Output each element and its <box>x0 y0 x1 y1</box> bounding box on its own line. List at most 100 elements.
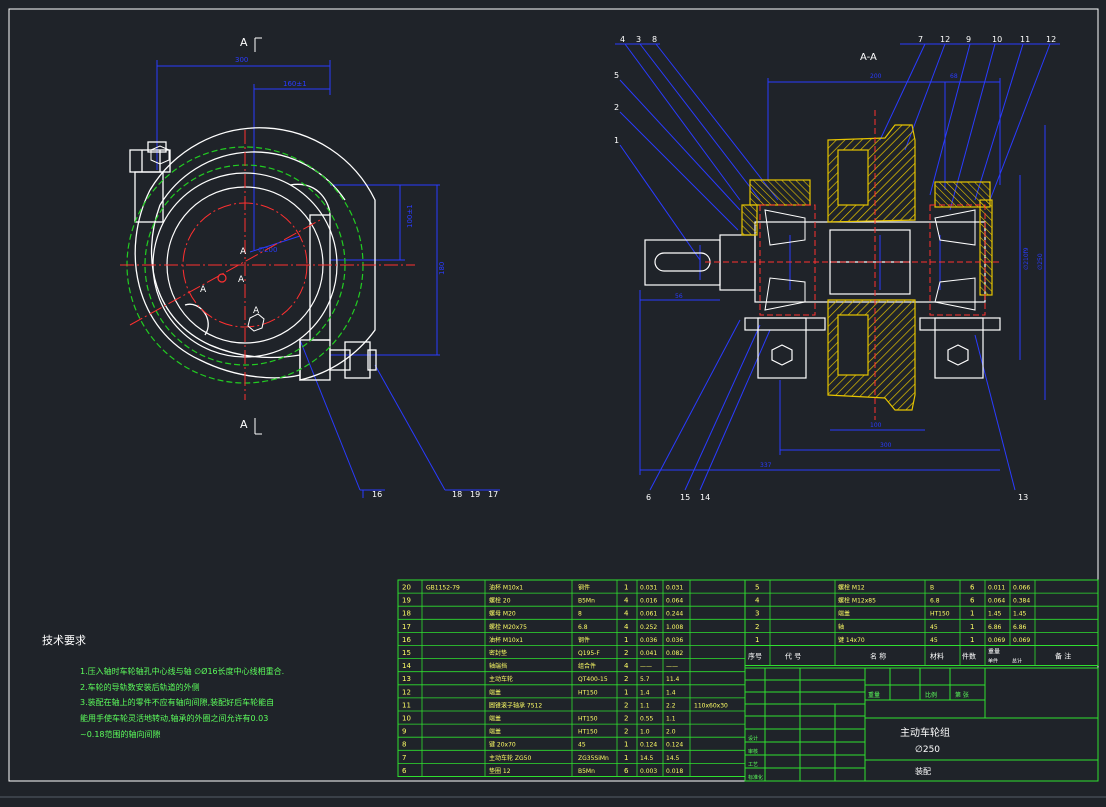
bom-right-qty: 6 <box>970 597 975 605</box>
svg-text:A: A <box>240 247 247 257</box>
callout-18: 18 <box>452 490 462 499</box>
bom-left-unit: 0.031 <box>640 585 657 592</box>
bom-right-material: 45 <box>930 624 938 631</box>
bom-left-total: 1.1 <box>666 716 676 723</box>
bearings <box>764 209 976 311</box>
bom-left-no: 8 <box>402 741 406 749</box>
callout-2: 2 <box>614 103 619 112</box>
bom-left-name: 油杯 M10x1 <box>489 636 523 644</box>
svg-text:200: 200 <box>870 73 882 80</box>
bom-left-name: 螺母 M20 <box>489 610 516 618</box>
callout-12: 12 <box>940 35 950 44</box>
bom-header-material: 材料 <box>930 652 944 661</box>
hatched-wheel <box>741 124 993 411</box>
bom-right-total: 0.069 <box>1013 637 1030 644</box>
bom-left-unit: 14.5 <box>640 755 654 762</box>
bom-header-total: 总计 <box>1012 658 1022 665</box>
bom-right-unit: 0.011 <box>988 585 1005 592</box>
bom-header-note: 备 注 <box>1055 652 1071 661</box>
callout-6: 6 <box>646 493 651 502</box>
bom-right-no: 5 <box>755 584 759 592</box>
sheet-label: 第 张 <box>955 691 969 699</box>
bom-left-qty: 4 <box>624 597 629 605</box>
bom-left-total: 0.082 <box>666 650 683 657</box>
bom-left-total: 2.2 <box>666 702 676 709</box>
bom-right-qty: 1 <box>970 636 974 644</box>
left-dimensions <box>156 60 500 491</box>
callout-14: 14 <box>700 493 710 502</box>
bom-left-material: 钢件 <box>578 636 590 644</box>
svg-text:337: 337 <box>760 462 772 469</box>
svg-text:A: A <box>253 306 260 316</box>
bom-left-material: HT150 <box>578 729 598 736</box>
bom-right-name: 螺栓 M12x85 <box>838 597 876 605</box>
bom-right-qty: 1 <box>970 610 974 618</box>
drawing-frame <box>8 8 1099 782</box>
section-mark-top: A <box>240 36 248 49</box>
tech-req-line-3: 3.装配在轴上的零件不应有轴向间隙,装配好后车轮能自 <box>80 697 274 707</box>
bom-left-qty: 2 <box>624 701 628 709</box>
bom-left-material: 45 <box>578 742 586 749</box>
weight-label: 重量 <box>868 691 880 699</box>
right-leaders <box>615 43 1060 491</box>
bom-left-unit: 1.4 <box>640 689 650 696</box>
bom-left-qty: 1 <box>624 688 628 696</box>
bearing-hidden-lines <box>705 110 1000 420</box>
callout-13: 13 <box>1018 493 1028 502</box>
bom-right-material: 6.8 <box>930 598 940 605</box>
bom-left-name: 端盖 <box>489 728 501 736</box>
bom-left-total: 0.064 <box>666 598 683 605</box>
bom-right-material: B <box>930 585 934 592</box>
tech-req-line-1: 1.压入轴时车轮轴孔中心线与轴 ∅Ø16长度中心线相重合. <box>80 666 284 676</box>
bom-header-unit: 单件 <box>988 658 998 665</box>
bom-left-no: 18 <box>402 610 411 618</box>
bom-left-unit: 0.252 <box>640 624 657 631</box>
bom-left-material: 钢件 <box>578 584 590 592</box>
tb-row-2: 审核 <box>748 748 758 755</box>
bom-left-name: 圆锥滚子轴承 7512 <box>489 701 542 709</box>
bom-right-name: 端盖 <box>838 610 850 618</box>
svg-text:56: 56 <box>675 293 683 300</box>
bom-left-qty: 1 <box>624 636 628 644</box>
svg-text:100±1: 100±1 <box>406 204 414 228</box>
bom-left-unit: 0.061 <box>640 611 657 618</box>
drawing-spec: ∅250 <box>915 745 940 755</box>
bom-right-name: 轴 <box>838 623 844 631</box>
bom-left-qty: 1 <box>624 754 628 762</box>
bom-left-no: 9 <box>402 728 406 736</box>
bom-left-no: 16 <box>402 636 411 644</box>
bom-right-total: 1.45 <box>1013 611 1027 618</box>
bom-left-total: 1.4 <box>666 689 676 696</box>
tech-req-line-5: ~0.18范围的轴向间隙 <box>80 729 161 739</box>
svg-text:A: A <box>200 285 207 295</box>
callout-15: 15 <box>680 493 690 502</box>
callout-7: 7 <box>918 35 923 44</box>
bom-right-total: 0.066 <box>1013 585 1030 592</box>
left-view-labels: A A A A <box>200 247 260 316</box>
bom-left-unit: 0.041 <box>640 650 657 657</box>
right-section-view: A-A 200 68 300 337 56 100 <box>614 35 1060 502</box>
callout-16: 16 <box>372 490 382 499</box>
bom-header-no: 序号 <box>748 652 762 661</box>
tech-req-line-4: 能用手使车轮灵活地转动,轴承的外圈之间允许有0.03 <box>80 713 268 723</box>
bom-left-qty: 1 <box>624 741 628 749</box>
bom-left-no: 7 <box>402 754 406 762</box>
bom-left-total: 0.124 <box>666 742 683 749</box>
bom-right-unit: 1.45 <box>988 611 1002 618</box>
bom-left-unit: 5.7 <box>640 676 650 683</box>
section-title-aa: A-A <box>860 52 877 63</box>
bom-left-material: QT400-15 <box>578 676 608 683</box>
tech-requirements: 技术要求 1.压入轴时车轮轴孔中心线与轴 ∅Ø16长度中心线相重合. 2.车轮的… <box>42 634 284 739</box>
tech-req-line-2: 2.车轮的导轨数安装后轨道的外侧 <box>80 682 200 692</box>
bom-header-name: 名 称 <box>870 652 886 661</box>
bom-left-unit: 1.0 <box>640 729 650 736</box>
bom-left-note: 110x60x30 <box>694 702 728 709</box>
svg-text:A: A <box>238 275 245 285</box>
left-centerlines <box>120 130 415 400</box>
bom-right-material: HT150 <box>930 611 950 618</box>
bom-right-name: 螺栓 M12 <box>838 584 865 592</box>
bom-left-no: 17 <box>402 623 411 631</box>
bom-right-unit: 0.069 <box>988 637 1005 644</box>
